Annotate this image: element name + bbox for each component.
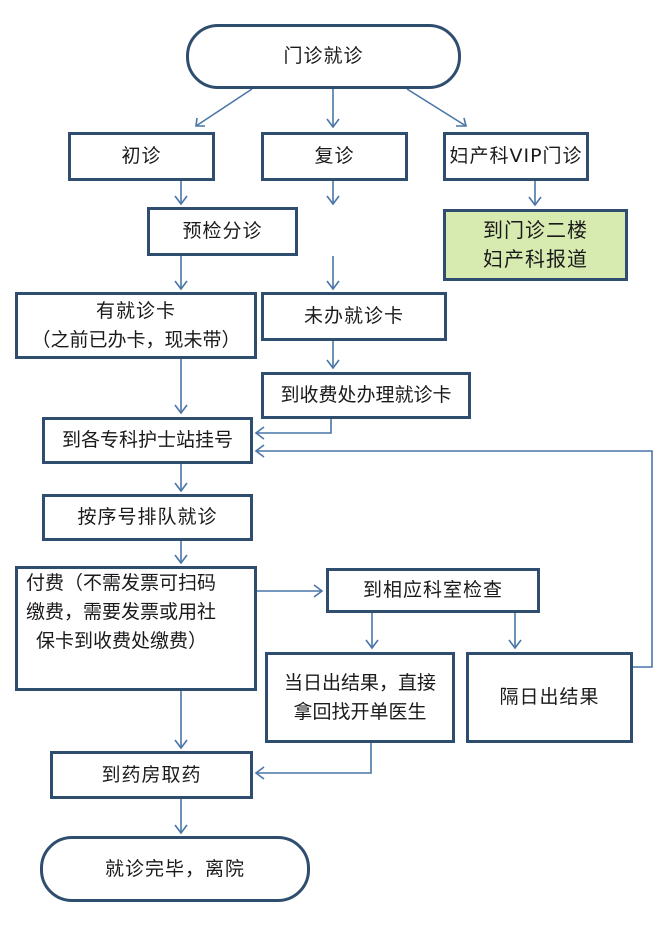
pharmacy-label: 到药房取药	[101, 763, 202, 786]
arrow-return-visit-to-triage	[326, 181, 340, 206]
start-node: 门诊就诊	[186, 24, 461, 89]
return-visit-node: 复诊	[261, 132, 408, 181]
get-card-node: 到收费处办理就诊卡	[261, 372, 471, 419]
has-card-line2: （之前已办卡，现未带）	[31, 328, 241, 351]
no-card-label: 未办就诊卡	[303, 305, 404, 327]
vip-node: 妇产科VIP门诊	[443, 132, 589, 181]
arrow-same-day-to-pharmacy	[254, 743, 372, 780]
register-node: 到各专科护士站挂号	[42, 417, 253, 464]
pay-line2: 缴费，需要发票或用社	[26, 601, 217, 623]
vip-report-line2: 妇产科报道	[483, 247, 588, 271]
pay-node: 付费（不需发票可扫码 缴费，需要发票或用社 保卡到收费处缴费）	[15, 566, 257, 691]
arrow-exam-to-next-day	[508, 613, 522, 650]
pharmacy-node: 到药房取药	[50, 751, 253, 799]
same-day-line1: 当日出结果，直接	[283, 671, 436, 694]
triage-label: 预检分诊	[182, 220, 263, 242]
arrow-queue-to-pay	[174, 541, 188, 565]
end-node: 就诊完毕，离院	[40, 836, 310, 902]
arrow-first-visit-to-triage	[174, 181, 188, 206]
arrow-pharmacy-to-end	[174, 799, 188, 835]
arrow-get-card-to-register	[254, 419, 332, 440]
arrow-start-to-vip	[406, 88, 468, 127]
pay-line1: 付费（不需发票可扫码	[26, 572, 217, 594]
same-day-node: 当日出结果，直接 拿回找开单医生	[265, 652, 455, 743]
pay-line3: 保卡到收费处缴费）	[36, 630, 208, 652]
arrow-start-to-first-visit	[195, 88, 253, 127]
arrow-vip-to-report	[528, 181, 542, 207]
get-card-label: 到收费处办理就诊卡	[280, 384, 452, 406]
next-day-label: 隔日出结果	[499, 686, 600, 708]
vip-label: 妇产科VIP门诊	[449, 145, 583, 167]
first-visit-node: 初诊	[68, 132, 215, 181]
end-label: 就诊完毕，离院	[104, 857, 245, 880]
arrow-triage-to-has-card	[174, 256, 188, 291]
first-visit-label: 初诊	[121, 145, 162, 167]
vip-report-line1: 到门诊二楼	[483, 218, 588, 242]
vip-report-node: 到门诊二楼 妇产科报道	[443, 209, 628, 281]
has-card-node: 有就诊卡 （之前已办卡，现未带）	[15, 292, 257, 359]
next-day-node: 隔日出结果	[466, 652, 633, 743]
arrow-triage-to-no-card	[326, 256, 340, 291]
arrow-no-card-to-get-card	[326, 341, 340, 370]
no-card-node: 未办就诊卡	[261, 292, 447, 341]
exam-node: 到相应科室检查	[326, 568, 540, 613]
has-card-line1: 有就诊卡	[95, 299, 176, 322]
arrow-next-day-to-register	[254, 444, 653, 668]
return-visit-label: 复诊	[314, 145, 355, 167]
arrow-register-to-queue	[174, 464, 188, 493]
arrow-has-card-to-register	[174, 359, 188, 415]
arrow-start-to-return-visit	[326, 89, 340, 129]
start-label: 门诊就诊	[283, 45, 364, 67]
arrow-pay-to-pharmacy	[174, 691, 188, 750]
exam-label: 到相应科室检查	[362, 579, 503, 601]
queue-node: 按序号排队就诊	[42, 494, 253, 541]
queue-label: 按序号排队就诊	[77, 506, 218, 528]
same-day-line2: 拿回找开单医生	[293, 700, 427, 723]
register-label: 到各专科护士站挂号	[61, 429, 233, 451]
arrow-exam-to-same-day	[365, 613, 379, 650]
arrow-pay-to-exam	[257, 584, 324, 598]
triage-node: 预检分诊	[147, 207, 298, 256]
